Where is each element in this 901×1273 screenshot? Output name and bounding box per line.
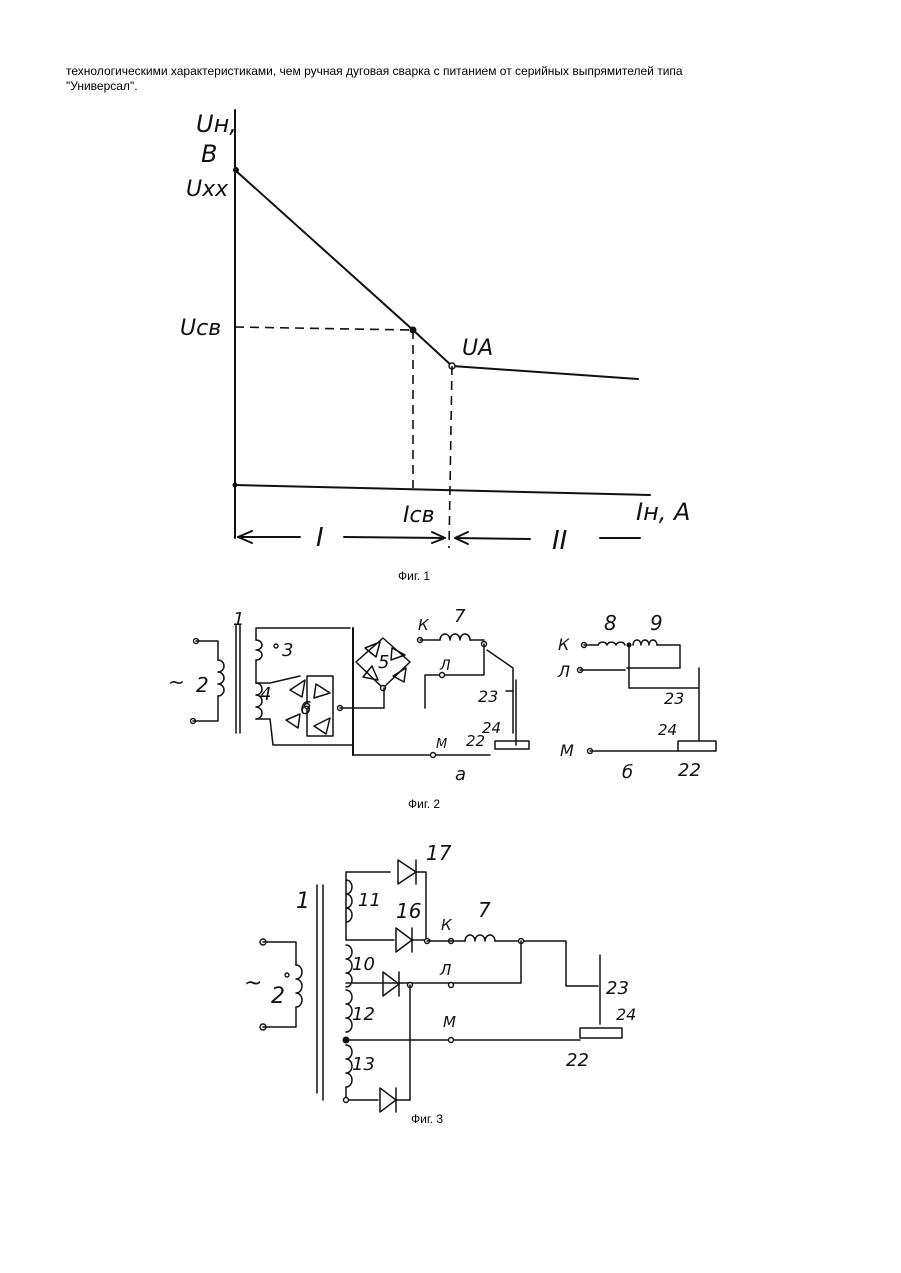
fig2a-workpiece-22 <box>495 741 529 749</box>
fig3-label-16: 16 <box>396 899 421 923</box>
fig3-label-2: 2 <box>271 984 285 1009</box>
fig2a-label-7: 7 <box>454 606 466 627</box>
fig2b-label-l: Л <box>557 662 570 681</box>
fig3-label-22: 22 <box>566 1050 589 1071</box>
fig2a-sub-label: а <box>455 764 466 785</box>
fig1-region-1: I <box>316 523 324 553</box>
fig3-label-11: 11 <box>358 890 381 911</box>
svg-text:~: ~ <box>168 670 185 694</box>
fig1-x-label: Iн, А <box>636 498 690 526</box>
fig2a-winding-3 <box>256 640 262 660</box>
fig3-workpiece-22 <box>580 1028 622 1038</box>
fig1-graph: Uн, В Uхх Uсв UA Iсв Iн, А I II <box>180 110 690 556</box>
fig3-choke-7 <box>465 935 495 941</box>
fig1-dash-usv <box>235 327 413 330</box>
fig3-diode-rev <box>383 972 399 996</box>
fig3-diode-16 <box>396 928 412 952</box>
fig3-label-1: 1 <box>296 889 310 914</box>
fig3-label-13: 13 <box>352 1054 375 1075</box>
fig3-diode-bottom <box>380 1088 396 1112</box>
fig2a-label-1: 1 <box>233 609 244 630</box>
fig2b-label-22: 22 <box>678 760 701 781</box>
fig2a-label-23: 23 <box>478 687 498 706</box>
fig2b-label-24: 24 <box>658 721 677 739</box>
fig3-label-l: Л <box>439 961 451 979</box>
fig3-label-23: 23 <box>606 978 629 999</box>
fig2a-label-2: 2 <box>196 673 209 697</box>
fig1-dash-ia <box>449 366 452 548</box>
fig1-label-uxx: Uхх <box>186 177 229 202</box>
fig1-region2-arrow-left <box>455 538 530 539</box>
fig3-label-17: 17 <box>426 841 452 865</box>
fig1-label-ua: UA <box>462 336 493 361</box>
svg-text:~: ~ <box>244 971 262 996</box>
fig2a-label-3: 3 <box>282 640 293 661</box>
fig2b-sub-label: б <box>622 762 633 783</box>
fig2a-label-l: Л <box>439 658 451 674</box>
fig2b-winding-9 <box>633 640 657 645</box>
fig3-label-m: М <box>443 1013 456 1031</box>
fig1-origin <box>233 483 238 488</box>
fig3-diode-17 <box>398 860 416 884</box>
fig2a-label-5: 5 <box>378 652 389 673</box>
fig3-schematic: ~ 2 1 11 10 12 13 17 16 К 7 Л М 23 24 22 <box>244 841 636 1112</box>
fig2b-label-k: К <box>558 635 570 654</box>
fig2b-label-8: 8 <box>604 611 617 635</box>
fig2a-label-m: М <box>436 737 447 752</box>
fig2b-label-23: 23 <box>664 689 684 708</box>
fig1-point-uxx <box>233 167 239 173</box>
fig2a-label-k: К <box>418 616 430 634</box>
fig1-region1-arrow-right <box>344 537 445 538</box>
fig2a-label-6: 6 <box>300 698 311 719</box>
fig2a-label-4: 4 <box>260 684 271 705</box>
fig1-label-isv: Iсв <box>403 503 435 528</box>
fig3-primary-winding <box>296 965 302 1007</box>
fig3-label-k: К <box>441 916 453 934</box>
fig1-label-usv: Uсв <box>180 316 221 341</box>
fig2b-winding-8 <box>598 642 625 645</box>
fig2a-primary-winding <box>218 660 224 696</box>
fig1-characteristic-curve <box>235 170 638 379</box>
fig2b-label-9: 9 <box>650 611 663 635</box>
fig3-label-7: 7 <box>478 898 491 922</box>
fig2a-label-22: 22 <box>466 732 485 750</box>
fig1-region-2: II <box>552 526 567 556</box>
fig1-y-label-2: В <box>201 140 217 168</box>
fig2b-label-m: М <box>560 741 574 760</box>
fig2a-schematic: ~ 2 1 3 4 6 5 К 7 Л 23 24 22 М а <box>168 606 529 785</box>
fig3-label-12: 12 <box>352 1004 375 1025</box>
fig3-label-24: 24 <box>616 1005 636 1024</box>
fig2b-workpiece-22 <box>678 741 716 751</box>
fig3-winding-11 <box>346 880 352 922</box>
fig1-x-axis <box>235 485 650 495</box>
fig3-label-10: 10 <box>352 954 375 975</box>
fig1-y-label-1: Uн, <box>196 110 237 138</box>
fig2b-schematic: К 8 9 Л 23 24 М 22 б <box>557 611 716 783</box>
fig2a-choke-7 <box>440 634 470 640</box>
